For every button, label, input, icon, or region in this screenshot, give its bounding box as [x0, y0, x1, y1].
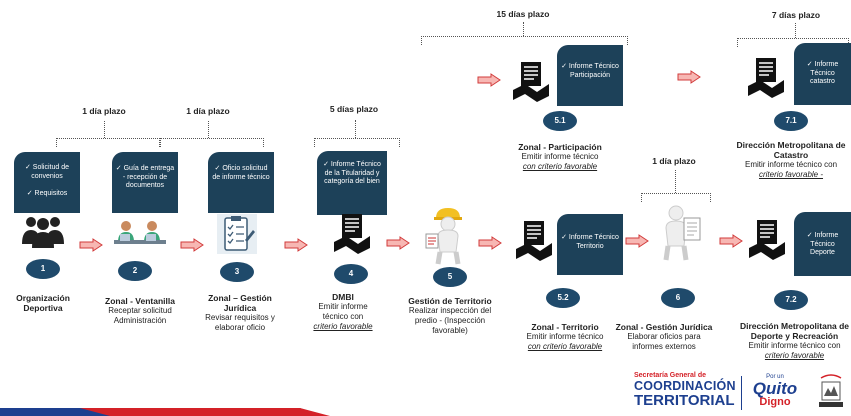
flow-arrow-4-5 [386, 236, 410, 250]
step-title-5-2: Zonal - Territorio [531, 322, 599, 332]
flow-arrow-52-6 [625, 234, 649, 248]
step-title-7-1: Dirección Metropolitana de Catastro [736, 140, 846, 160]
handshake-contract-icon-5-1 [513, 62, 549, 102]
step-badge-3: 3 [220, 262, 254, 282]
doc-box-7-1: ✓ Informe Técnico catastro [794, 43, 851, 105]
plazo-bracket-2 [160, 138, 264, 147]
step-label-5-2: Zonal - Territorio Emitir informe técnic… [512, 322, 618, 352]
flow-arrow-3-4 [284, 238, 308, 252]
plazo-tick-3 [355, 120, 356, 138]
plazo-tick-2 [208, 121, 209, 138]
step-badge-5-2: 5.2 [546, 288, 580, 308]
step-badge-7-2: 7.2 [774, 290, 808, 310]
doc-box-2: ✓ Guía de entrega - recepción de documen… [112, 152, 178, 213]
step-label-4: DMBI Emitir informe técnico con criterio… [306, 292, 380, 332]
step-title-4: DMBI [332, 292, 354, 302]
inspector-figure-icon [425, 208, 462, 265]
plazo-label-4: 15 días plazo [496, 9, 550, 19]
step-label-5-1: Zonal - Participación Emitir informe téc… [508, 142, 612, 172]
plazo-tick-1 [104, 121, 105, 138]
office-workers-icon [114, 221, 166, 244]
step-badge-5: 5 [433, 267, 467, 287]
plazo-bracket-6 [641, 193, 711, 202]
quito-sub: Digno [759, 396, 791, 408]
plazo-tick-5 [795, 23, 796, 38]
plazo-label-2: 1 día plazo [186, 106, 230, 116]
step-title-6: Zonal - Gestión Jurídica [615, 322, 713, 332]
flow-arrow-2-3 [180, 238, 204, 252]
doc-box-1: ✓ Solicitud de convenios ✓ Requisitos [14, 152, 80, 213]
step-label-5: Gestión de Territorio Realizar inspecció… [402, 296, 498, 336]
doc-box-4: ✓ Informe Técnico de la Titularidad y ca… [317, 151, 387, 215]
quito-main: Quito [752, 379, 798, 398]
checklist-clipboard-icon [217, 214, 257, 254]
step-title-2: Zonal - Ventanilla [105, 296, 175, 306]
logo-sg-line2: COORDINACIÓN [634, 379, 736, 393]
logo-sg-line3: TERRITORIAL [634, 392, 735, 409]
city-seal-icon [819, 374, 843, 407]
step-title-5-1: Zonal - Participación [518, 142, 602, 152]
plazo-label-3: 5 días plazo [329, 104, 379, 114]
plazo-tick-4 [523, 22, 524, 36]
step-title-5: Gestión de Territorio [408, 296, 492, 306]
step-label-2: Zonal - Ventanilla Receptar solicitud Ad… [96, 296, 184, 326]
flow-arrow-1-2 [79, 238, 103, 252]
flow-arrow-51-71 [677, 70, 701, 84]
step-badge-2: 2 [118, 261, 152, 281]
step-title-7-2: Dirección Metropolitana de Deporte y Rec… [739, 321, 850, 341]
quito-digno-logo: Por un Quito Digno [747, 374, 803, 408]
doc-box-5-2: ✓ Informe Técnico Territorio [557, 214, 623, 275]
quito-top: Por un [766, 374, 784, 380]
step-label-6: Zonal - Gestión Jurídica Elaborar oficio… [615, 322, 713, 351]
step-badge-4: 4 [334, 264, 368, 284]
plazo-tick-6 [675, 170, 676, 193]
step-badge-1: 1 [26, 259, 60, 279]
step-label-3: Zonal – Gestión Jurídica Revisar requisi… [198, 293, 282, 333]
plazo-label-5: 7 días plazo [771, 10, 821, 20]
doc-box-7-2: ✓ Informe Técnico Deporte [794, 212, 851, 276]
step-title-3: Zonal – Gestión Jurídica [208, 293, 272, 313]
doc-box-3: ✓ Oficio solicitud de informe técnico [208, 152, 274, 213]
doc-box-5-1: ✓ Informe Técnico Participación [557, 45, 623, 106]
people-group-icon [22, 217, 64, 248]
step-badge-7-1: 7.1 [774, 111, 808, 131]
flow-arrow-5-51 [477, 73, 501, 87]
plazo-bracket-4 [421, 36, 628, 45]
step-badge-5-1: 5.1 [543, 111, 577, 131]
plazo-bracket-3 [314, 138, 400, 147]
step-label-7-2: Dirección Metropolitana de Deporte y Rec… [739, 321, 850, 360]
coordinacion-territorial-logo: Secretaría General de COORDINACIÓN TERRI… [634, 372, 738, 408]
figure-with-document-icon [663, 205, 701, 261]
step-label-7-1: Dirección Metropolitana de Catastro Emit… [732, 140, 850, 180]
handshake-contract-icon [334, 214, 370, 254]
handshake-contract-icon-7-1 [748, 58, 784, 98]
handshake-contract-icon-7-2 [749, 220, 785, 260]
step-title-1: Organización Deportiva [16, 293, 70, 313]
step-badge-6: 6 [661, 288, 695, 308]
logo-divider [741, 376, 742, 410]
handshake-contract-icon-5-2 [516, 221, 552, 261]
plazo-bracket-1 [56, 138, 160, 147]
bottom-stripe [0, 408, 330, 416]
plazo-label-6: 1 día plazo [652, 156, 696, 166]
flow-arrow-6-72 [719, 234, 743, 248]
step-label-1: Organización Deportiva [0, 293, 86, 313]
plazo-label-1: 1 día plazo [82, 106, 126, 116]
plazo-bracket-5 [737, 38, 849, 47]
logo-sg-line1: Secretaría General de [634, 372, 706, 379]
flow-arrow-5-52 [478, 236, 502, 250]
